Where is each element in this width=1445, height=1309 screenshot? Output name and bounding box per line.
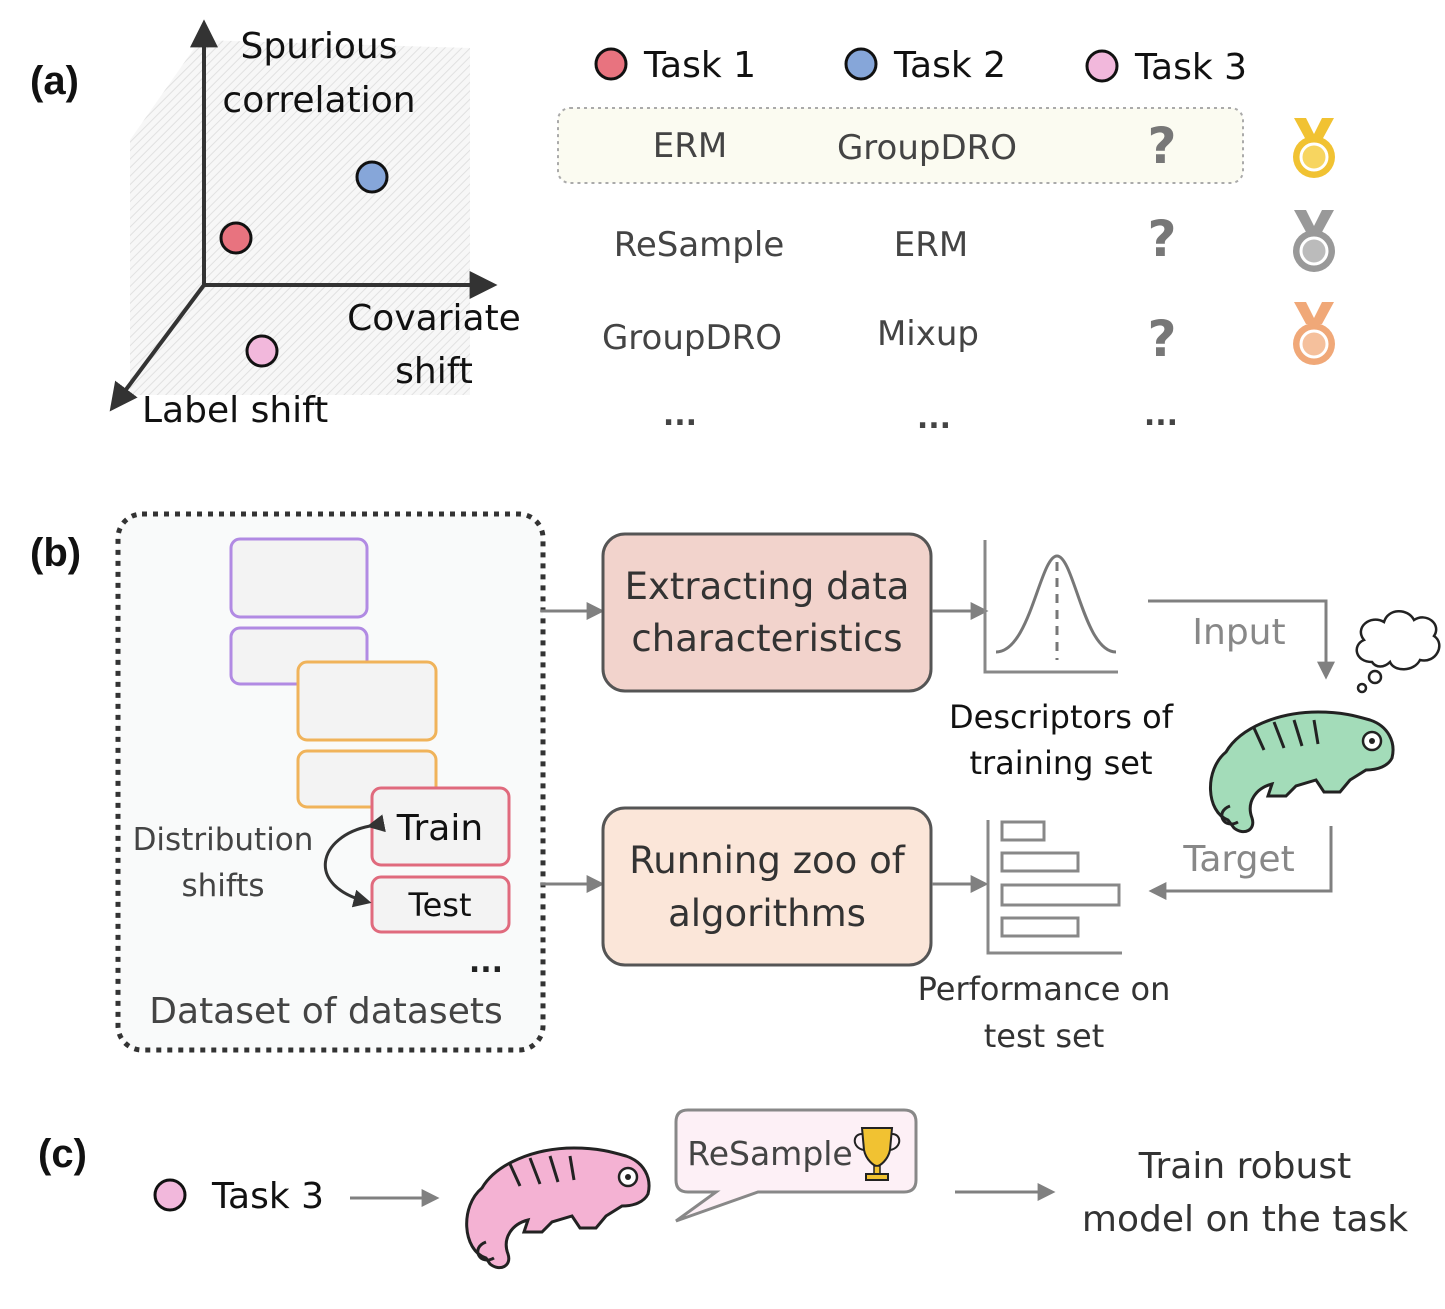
input-arrow — [1148, 599, 1335, 680]
row1-task1-method: ERM — [653, 126, 727, 166]
zoo-of-algorithms-box — [601, 806, 933, 967]
axis-plane — [130, 40, 470, 395]
target-label: Target — [1182, 839, 1294, 880]
z-axis — [109, 283, 206, 412]
bronze-medal-icon — [1293, 302, 1335, 365]
speech-bubble-label: ReSample — [687, 1134, 852, 1173]
descriptors-label-line2: training set — [969, 744, 1152, 782]
dataset-of-datasets-label: Dataset of datasets — [149, 991, 502, 1032]
row3-task3-method: ? — [1147, 310, 1176, 368]
distribution-shifts-label-line1: Distribution — [133, 822, 314, 858]
row1-task2-method: GroupDRO — [837, 128, 1017, 168]
descriptors-label-line1: Descriptors of — [949, 698, 1174, 736]
extract-box-line1: Extracting data — [625, 565, 910, 608]
trophy-icon — [853, 1127, 901, 1181]
row4-task3-ellipsis: ... — [1144, 398, 1178, 433]
train-label: Train — [396, 808, 483, 849]
distribution-curve-icon — [983, 540, 1118, 674]
y-axis-label-line1: Spurious — [241, 26, 398, 67]
thought-bubble-icon — [1355, 610, 1441, 694]
row1-task3-method: ? — [1147, 117, 1176, 175]
performance-label-line1: Performance on — [918, 970, 1171, 1008]
result-label-line1: Train robust — [1138, 1146, 1351, 1187]
z-axis-label: Label shift — [142, 390, 328, 431]
zoo-box-line1: Running zoo of — [629, 839, 905, 882]
dataset-card-orange-1 — [296, 660, 438, 742]
panel-label-a: (a) — [30, 59, 79, 103]
distribution-shifts-label-line2: shifts — [181, 868, 264, 904]
chameleon-green-icon — [1209, 710, 1395, 834]
shift-curved-arrow — [324, 814, 386, 908]
legend-task1-marker — [594, 47, 628, 81]
legend: Task 1 Task 2 Task 3 — [594, 45, 1247, 88]
row4-task2-ellipsis: ... — [917, 401, 951, 436]
task3-marker-c — [153, 1178, 187, 1212]
task1-point — [219, 221, 253, 255]
legend-task2-marker — [844, 47, 878, 81]
input-label: Input — [1192, 612, 1285, 653]
dataset-ellipsis: ... — [469, 945, 503, 980]
row3-task1-method: GroupDRO — [602, 318, 782, 358]
performance-label-line2: test set — [984, 1017, 1105, 1055]
task3-point — [245, 334, 279, 368]
task3-label-c: Task 3 — [211, 1176, 324, 1217]
dataset-card-purple-1 — [229, 537, 369, 619]
row2-task1-method: ReSample — [614, 225, 785, 265]
y-axis-label-line2: correlation — [222, 80, 415, 121]
task2-point — [355, 160, 389, 194]
row4-task1-ellipsis: ... — [663, 398, 697, 433]
top-row-highlight — [557, 107, 1244, 184]
legend-task3-marker — [1085, 49, 1119, 83]
zoo-box-line2: algorithms — [668, 892, 866, 935]
legend-task1-label: Task 1 — [643, 45, 756, 86]
target-arrow — [1148, 826, 1333, 900]
gold-medal-icon — [1293, 118, 1335, 178]
extract-box-line2: characteristics — [631, 617, 902, 660]
legend-task2-label: Task 2 — [893, 45, 1006, 86]
silver-medal-icon — [1293, 210, 1335, 272]
row3-task2-method: Mixup — [877, 314, 979, 354]
panel-label-c: (c) — [38, 1132, 87, 1176]
row2-task3-method: ? — [1147, 210, 1176, 268]
legend-task3-label: Task 3 — [1134, 47, 1247, 88]
result-label-line2: model on the task — [1082, 1199, 1408, 1240]
bar-chart-icon — [986, 820, 1122, 955]
chameleon-pink-icon — [465, 1146, 651, 1270]
row2-task2-method: ERM — [894, 225, 968, 265]
panel-label-b: (b) — [30, 531, 81, 575]
extract-characteristics-box — [601, 532, 933, 693]
test-label: Test — [407, 886, 471, 924]
x-axis-label-line1: Covariate — [347, 298, 521, 339]
x-axis-label-line2: shift — [395, 351, 473, 392]
